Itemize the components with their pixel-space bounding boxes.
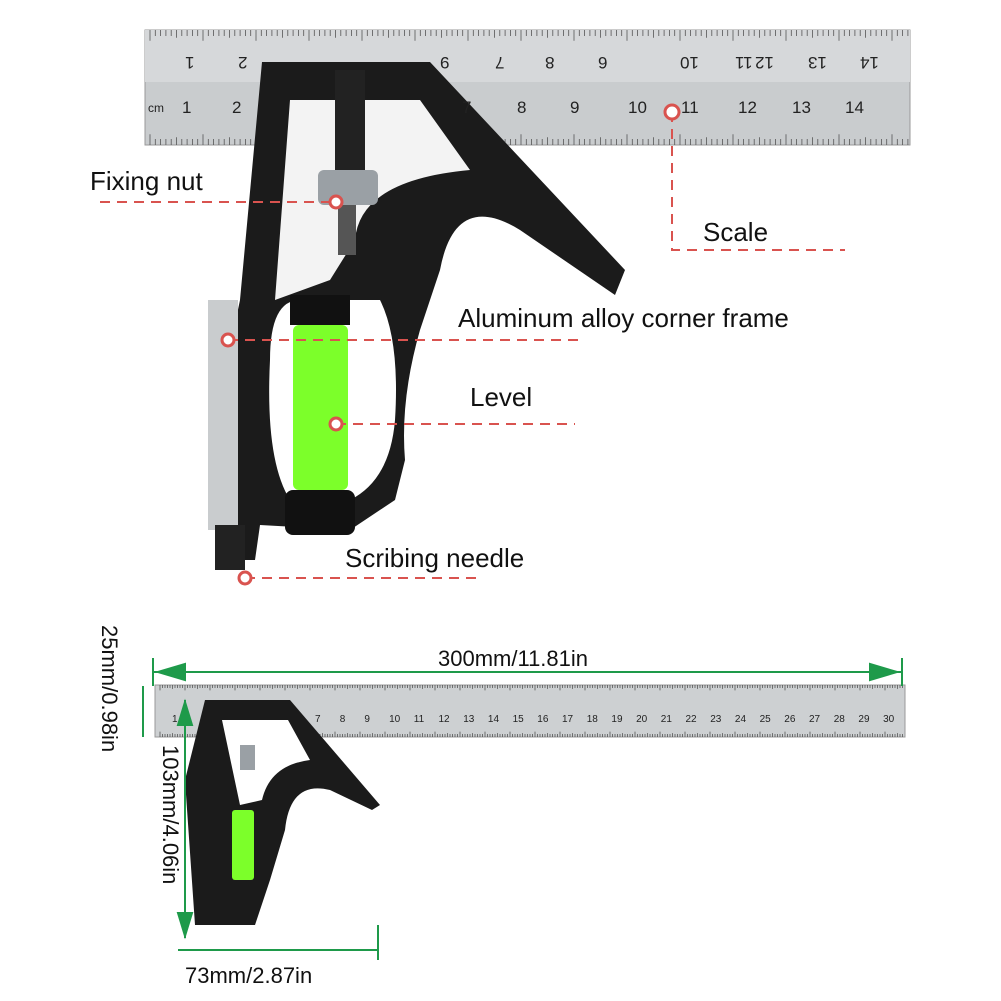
ruler-number: 13 bbox=[463, 714, 475, 725]
head-width-dimension: 73mm/2.87in bbox=[185, 963, 313, 988]
ruler-number: 10 bbox=[680, 53, 699, 72]
ruler-number: 10 bbox=[389, 714, 401, 725]
ruler-number: 10 bbox=[628, 98, 647, 117]
dimension-lines bbox=[142, 658, 903, 960]
ruler-number: 16 bbox=[537, 714, 549, 725]
ruler-number: 1 bbox=[172, 714, 178, 725]
ruler-number: 28 bbox=[833, 714, 845, 725]
ruler-number: 8 bbox=[339, 714, 346, 725]
small-ruler bbox=[154, 684, 906, 925]
level-vial bbox=[293, 325, 348, 490]
scribing-needle bbox=[215, 525, 245, 570]
ruler-number: 14 bbox=[487, 714, 500, 725]
callout-dots bbox=[220, 103, 681, 586]
ruler-number: 9 bbox=[364, 714, 370, 725]
ruler-number: 6 bbox=[598, 53, 608, 72]
fixing-nut-label: Fixing nut bbox=[90, 166, 203, 196]
ruler-number: 11 bbox=[413, 714, 425, 725]
fixing-nut-screw bbox=[335, 70, 365, 180]
scribing-needle-label: Scribing needle bbox=[345, 543, 525, 573]
square-head bbox=[208, 62, 625, 570]
ruler-number: 12 bbox=[755, 53, 774, 72]
ruler-number: 14 bbox=[845, 98, 864, 117]
ruler-number: 22 bbox=[685, 714, 697, 725]
ruler-number: 9 bbox=[570, 98, 580, 117]
ruler-number: 7 bbox=[315, 714, 321, 725]
ruler-number: cm bbox=[148, 101, 164, 115]
ruler-number: 19 bbox=[611, 714, 623, 725]
ruler-number: 8 bbox=[517, 98, 527, 117]
ruler-number: 11 bbox=[735, 53, 753, 72]
ruler-number: 27 bbox=[809, 714, 821, 725]
ruler-number: 14 bbox=[860, 53, 879, 72]
ruler-number: 25 bbox=[759, 714, 771, 725]
ruler-number: 1 bbox=[182, 98, 192, 117]
ruler-number: 13 bbox=[792, 98, 811, 117]
ruler-number: 9 bbox=[440, 53, 450, 72]
ruler-number: 12 bbox=[438, 714, 450, 725]
length-dimension: 300mm/11.81in bbox=[438, 646, 589, 671]
frame-label: Aluminum alloy corner frame bbox=[458, 303, 789, 333]
ruler-number: 30 bbox=[883, 714, 895, 725]
level-label: Level bbox=[470, 382, 533, 412]
ruler-number: 12 bbox=[738, 98, 757, 117]
ruler-number: 2 bbox=[232, 98, 242, 117]
ruler-number: 20 bbox=[636, 714, 648, 725]
ruler-number: 18 bbox=[586, 714, 598, 725]
ruler-number: 7 bbox=[495, 53, 505, 72]
ruler-number: 11 bbox=[681, 98, 699, 117]
ruler-number: 13 bbox=[808, 53, 827, 72]
ruler-number: 2 bbox=[238, 53, 248, 72]
fixing-nut bbox=[318, 170, 378, 205]
ruler-number: 24 bbox=[734, 714, 747, 725]
ruler-number: 21 bbox=[660, 714, 672, 725]
ruler-number: 17 bbox=[562, 714, 574, 725]
ruler-number: 26 bbox=[784, 714, 796, 725]
ruler-number: 8 bbox=[545, 53, 555, 72]
height-dimension: 103mm/4.06in bbox=[158, 745, 183, 885]
ruler-number: 29 bbox=[858, 714, 870, 725]
callout-lines bbox=[100, 112, 845, 579]
blade-width-dimension: 25mm/0.98in bbox=[97, 625, 122, 753]
ruler-number: 7 bbox=[462, 98, 472, 117]
ruler-number: 23 bbox=[710, 714, 722, 725]
ruler-number: 1 bbox=[185, 53, 195, 72]
scale-label: Scale bbox=[703, 217, 769, 247]
ruler-number: 15 bbox=[512, 714, 524, 725]
